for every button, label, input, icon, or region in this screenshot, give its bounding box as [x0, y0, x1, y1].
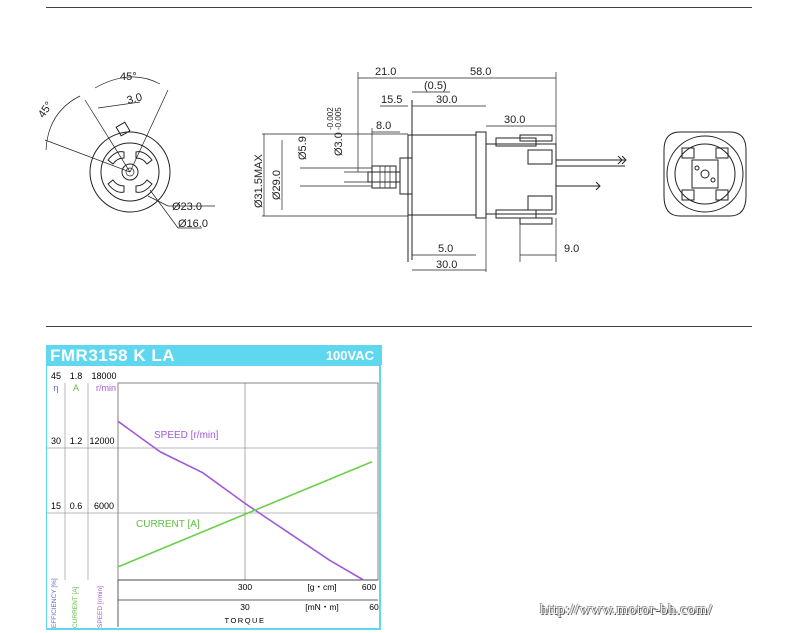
side-dim-30-top: 30.0 [436, 94, 457, 106]
unit-a: A [73, 383, 79, 393]
model-title: FMR3158 K LA [50, 346, 176, 365]
side-dim-50: 5.0 [438, 243, 453, 255]
front-dim-outer-dia: Ø23.0 [172, 201, 202, 213]
x-mnm-30: 30 [240, 602, 250, 612]
axis-current: CURRENT [A] [72, 586, 79, 628]
unit-eta: η [53, 383, 58, 393]
side-dim-30-right: 30.0 [504, 114, 525, 126]
x-gcm-300: 300 [238, 582, 252, 592]
speed-scale-6000: 6000 [94, 501, 114, 511]
x-mnm-60: 60 [369, 602, 379, 612]
performance-chart: 45 1.8 18000 30 1.2 12000 15 0.6 6000 η … [46, 365, 381, 630]
speed-scale-12000: 12000 [89, 436, 114, 446]
front-dim-inner-dia: Ø16.0 [178, 218, 208, 230]
side-view: 21.0 58.0 (0.5) 15.5 30.0 30.0 8.0 Ø3.0 … [253, 66, 627, 272]
current-curve [117, 461, 373, 568]
unit-rmin: r/min [96, 383, 116, 393]
eff-scale-30: 30 [51, 436, 61, 446]
cur-scale-18: 1.8 [70, 371, 83, 381]
voltage-label: 100VAC [325, 348, 374, 363]
website-url[interactable]: http://www.motor-bh.com/ [540, 602, 713, 618]
rear-view [663, 131, 747, 217]
mid-rule [46, 326, 752, 327]
speed-series-label: SPEED [r/min] [154, 430, 219, 441]
side-dim-30-bottom: 30.0 [436, 259, 457, 271]
x-gcm-600: 600 [362, 582, 376, 592]
side-dim-315: Ø31.5MAX [253, 154, 265, 208]
x-gcm-unit: [g・cm] [307, 582, 336, 592]
side-dim-59: Ø5.9 [297, 136, 309, 160]
top-rule [46, 7, 752, 8]
speed-curve [117, 420, 364, 581]
side-dim-shaft: Ø3.0 [333, 132, 345, 156]
axis-efficiency: EFFICIENCY [%] [51, 578, 58, 628]
x-axis-title: TORQUE [225, 616, 266, 625]
side-dim-05: (0.5) [424, 80, 447, 92]
side-dim-155: 15.5 [381, 94, 402, 106]
side-dim-290: Ø29.0 [271, 170, 283, 200]
angle-left-label: 45° [36, 100, 55, 121]
speed-scale-18000: 18000 [91, 371, 116, 381]
x-mnm-unit: [mN・m] [305, 602, 339, 612]
side-dim-shaft-tol-lower: -0.005 [334, 107, 343, 130]
side-dim-90: 9.0 [564, 243, 579, 255]
angle-top-label: 45° [120, 71, 137, 83]
cur-scale-12: 1.2 [70, 436, 83, 446]
current-series-label: CURRENT [A] [136, 519, 200, 530]
side-dim-shaft-tol-upper: -0.002 [326, 107, 335, 130]
side-dim-58: 58.0 [470, 66, 491, 78]
axis-speed: SPEED [r/min] [97, 586, 104, 628]
side-dim-21: 21.0 [375, 66, 396, 78]
chart-banner: FMR3158 K LA 100VAC [46, 345, 382, 365]
front-view: 45° 45° 3.0 Ø23.0 Ø16.0 [36, 71, 215, 230]
cur-scale-06: 0.6 [70, 501, 83, 511]
eff-scale-45: 45 [51, 371, 61, 381]
side-dim-80: 8.0 [376, 120, 391, 132]
eff-scale-15: 15 [51, 501, 61, 511]
front-dim-3: 3.0 [126, 91, 144, 107]
dimension-drawing: 45° 45° 3.0 Ø23.0 Ø16.0 [36, 66, 747, 272]
